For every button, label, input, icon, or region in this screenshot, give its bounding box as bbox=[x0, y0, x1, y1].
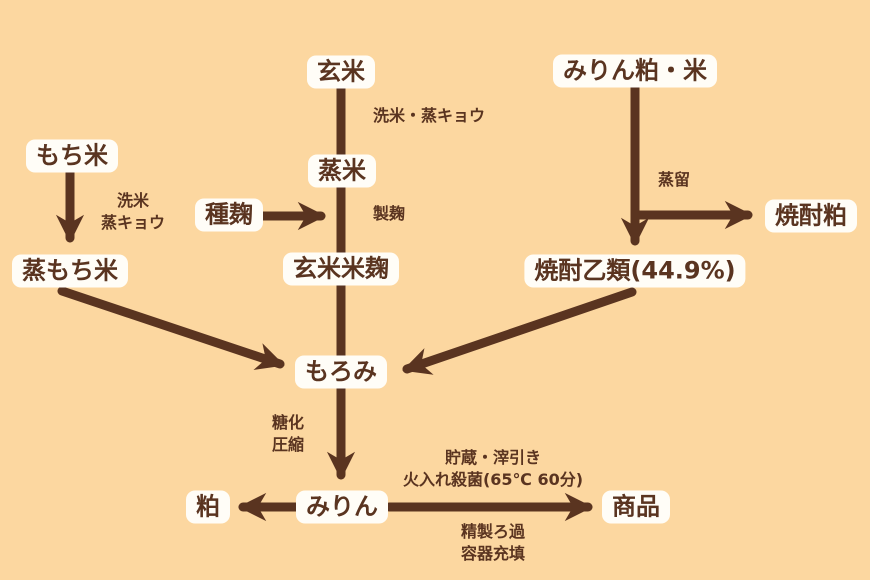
edge-label-toka-assyuku: 糖化 圧縮 bbox=[272, 412, 304, 456]
node-mochigome: もち米 bbox=[26, 139, 118, 173]
node-tane-koji: 種麹 bbox=[195, 198, 263, 232]
edge-label-jokyo-line2: 蒸キョウ bbox=[100, 213, 166, 232]
edge-label-joryu: 蒸留 bbox=[658, 170, 691, 189]
node-shochu-kasu: 焼酎粕 bbox=[765, 199, 857, 233]
edge-label-senmai-jokyo: 洗米・蒸キョウ bbox=[373, 106, 486, 125]
node-mushi-mochigome: 蒸もち米 bbox=[12, 254, 128, 288]
arrow-shochuotsurui-to-moromi bbox=[402, 287, 637, 375]
node-kasu: 粕 bbox=[186, 490, 230, 524]
node-moromi: もろみ bbox=[295, 355, 387, 389]
edge-label-hiire-sakkin: 火入れ殺菌(65℃ 60分) bbox=[402, 470, 584, 489]
edge-label-chozo-orihiki: 貯蔵・滓引き bbox=[444, 448, 542, 467]
edge-label-toka: 糖化 bbox=[272, 413, 305, 432]
node-genmai-kome-koji: 玄米米麹 bbox=[283, 252, 399, 286]
edge-label-seikiku: 製麹 bbox=[373, 204, 406, 223]
node-genmai: 玄米 bbox=[307, 55, 375, 89]
node-mirin-kasu-kome: みりん粕・米 bbox=[553, 54, 717, 88]
edge-label-seisei-yoki: 精製ろ過 容器充填 bbox=[461, 521, 525, 565]
edge-label-yoki-juten: 容器充填 bbox=[460, 544, 526, 563]
edge-label-seisei-roka: 精製ろ過 bbox=[460, 522, 526, 541]
node-shochu-otsurui: 焼酎乙類(44.9%) bbox=[524, 254, 746, 288]
edge-label-senmai-line1: 洗米 bbox=[116, 191, 150, 210]
edge-label-assyuku: 圧縮 bbox=[272, 435, 305, 454]
node-shohin: 商品 bbox=[602, 490, 670, 524]
edge-label-chozo-hiire: 貯蔵・滓引き 火入れ殺菌(65℃ 60分) bbox=[403, 447, 583, 491]
node-mirin: みりん bbox=[296, 490, 388, 524]
edge-label-senmai-jokyo-left: 洗米 蒸キョウ bbox=[101, 190, 165, 234]
arrow-mushimochigome-to-moromi bbox=[57, 286, 285, 370]
node-mushimai: 蒸米 bbox=[308, 154, 376, 188]
